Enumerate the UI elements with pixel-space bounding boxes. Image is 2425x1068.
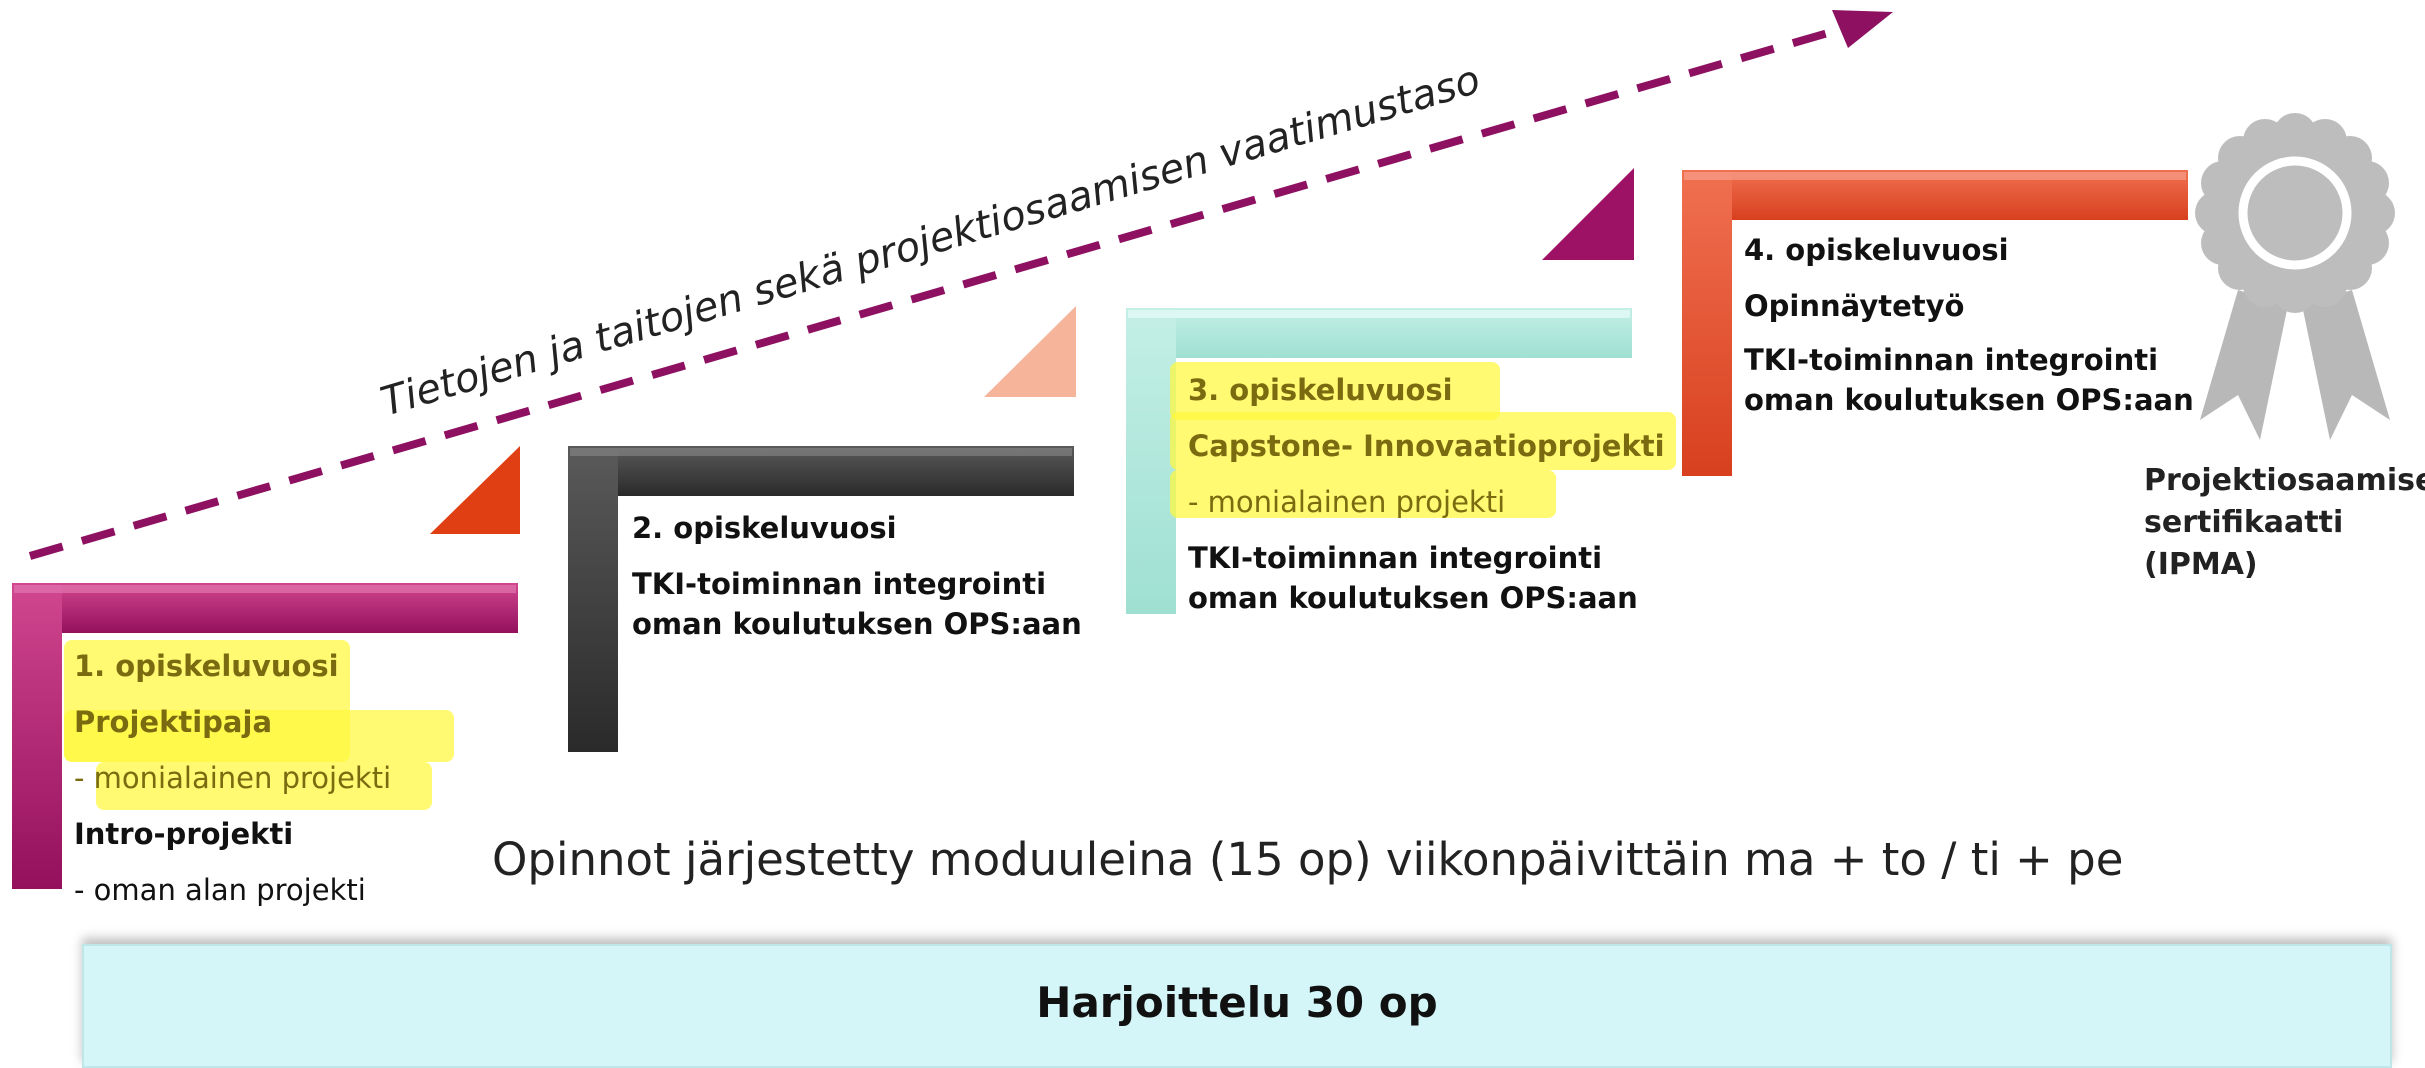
step-3-line-2: TKI-toiminnan integrointi <box>1188 541 1603 575</box>
step-1-text: 1. opiskeluvuosi Projektipaja - monialai… <box>74 638 391 918</box>
step-1-highlight-b <box>64 710 454 762</box>
step-1-line-3: - oman alan projekti <box>74 873 366 907</box>
step-1-title: Projektipaja <box>74 705 273 739</box>
step-4-line-1: TKI-toiminnan integrointi <box>1744 343 2159 377</box>
step-2-year: 2. opiskeluvuosi <box>632 511 897 545</box>
step-4-line-2: oman koulutuksen OPS:aan <box>1744 383 2194 417</box>
step-4-bracket <box>1682 170 2188 476</box>
step-3-line-1: - monialainen projekti <box>1188 485 1506 519</box>
step-3-highlight-b <box>1170 412 1676 470</box>
step-2-line-2: oman koulutuksen OPS:aan <box>632 607 1082 641</box>
certificate-line-1: Projektiosaamisen <box>2144 463 2425 498</box>
step-1-highlight-c <box>96 762 432 810</box>
step-3-text: 3. opiskeluvuosi Capstone- Innovaatiopro… <box>1188 362 1665 618</box>
certificate-label: Projektiosaamisen sertifikaatti (IPMA) <box>2144 460 2425 586</box>
step-3-highlight-c <box>1170 470 1556 518</box>
step-3-bracket <box>1126 308 1632 614</box>
step-3-year: 3. opiskeluvuosi <box>1188 373 1453 407</box>
step-3-line-3: oman koulutuksen OPS:aan <box>1188 581 1638 615</box>
step-3-title: Capstone- Innovaatioprojekti <box>1188 429 1665 463</box>
step-4-text: 4. opiskeluvuosi Opinnäytetyö TKI-toimin… <box>1744 222 2194 420</box>
step-1-line-2: Intro-projekti <box>74 817 294 851</box>
step-3-highlight-a <box>1170 362 1500 420</box>
step-3-corner-triangle <box>1542 168 1634 260</box>
step-4-year: 4. opiskeluvuosi <box>1744 233 2009 267</box>
step-1-bracket <box>12 583 518 889</box>
step-2-bracket <box>568 446 1074 752</box>
internship-banner-label: Harjoittelu 30 op <box>1036 978 1438 1027</box>
step-1-corner-triangle <box>430 446 520 534</box>
award-badge-icon <box>2195 113 2395 440</box>
progress-arrow-head <box>1832 10 1893 48</box>
step-2-line-1: TKI-toiminnan integrointi <box>632 567 1047 601</box>
step-1-year: 1. opiskeluvuosi <box>74 649 339 683</box>
step-1-line-1: - monialainen projekti <box>74 761 392 795</box>
step-2-corner-triangle <box>984 306 1076 397</box>
step-4-title: Opinnäytetyö <box>1744 289 1965 323</box>
progress-arrow-line <box>28 24 1847 560</box>
certificate-line-2: sertifikaatti (IPMA) <box>2144 505 2344 582</box>
modules-text: Opinnot järjestetty moduuleina (15 op) v… <box>492 833 2124 886</box>
internship-banner: Harjoittelu 30 op <box>82 944 2392 1068</box>
step-2-text: 2. opiskeluvuosi TKI-toiminnan integroin… <box>632 500 1082 644</box>
